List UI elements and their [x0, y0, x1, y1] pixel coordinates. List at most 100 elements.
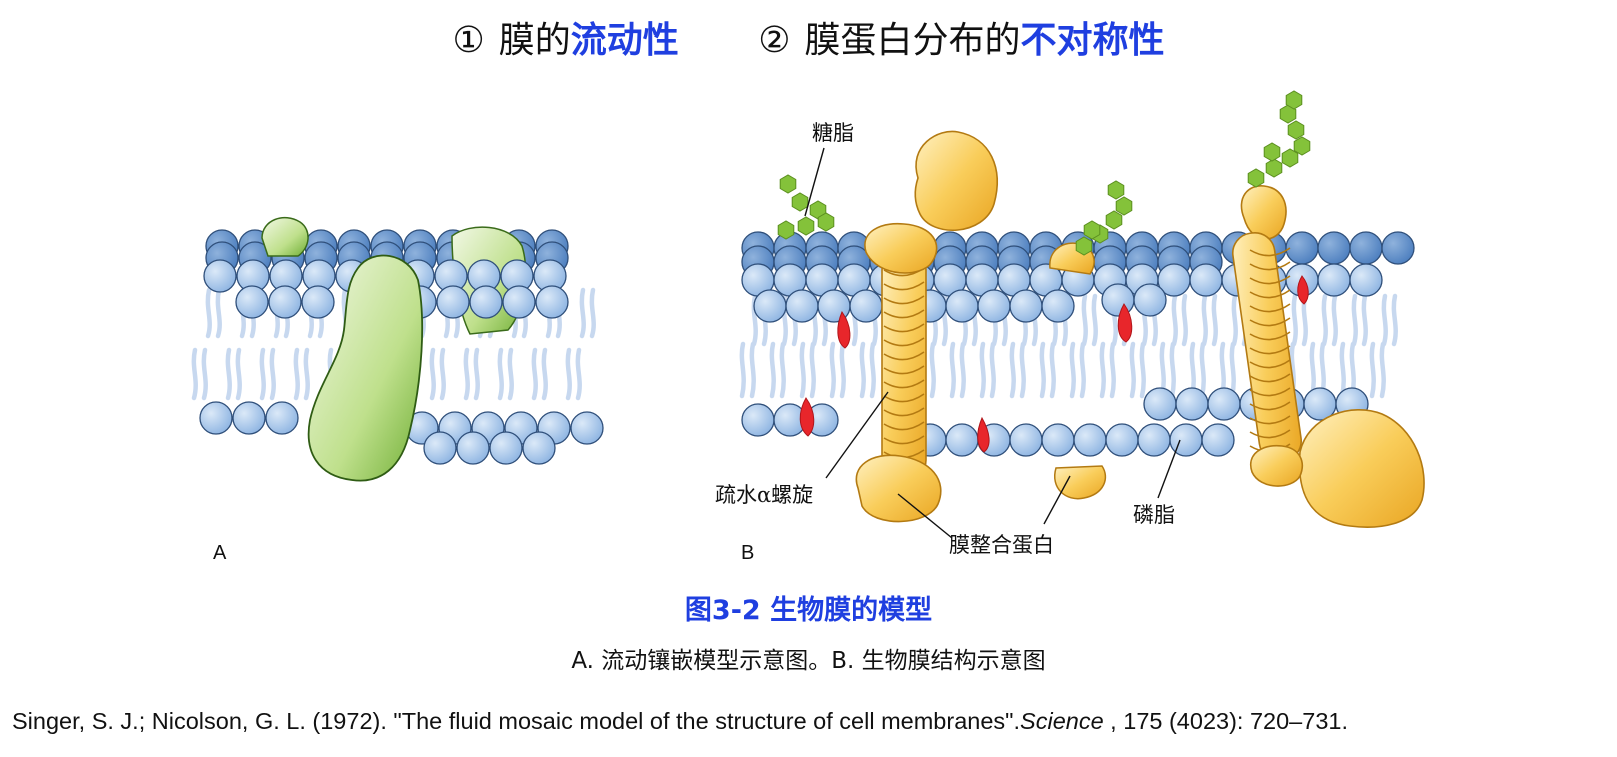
integral-protein-left-top-domain — [914, 130, 998, 232]
helix-turn — [883, 281, 925, 291]
lipid-head — [570, 411, 604, 445]
lipid-tail — [1199, 341, 1206, 399]
lipid-head — [1105, 423, 1139, 457]
figure-caption-title: 图3-2 生物膜的模型 — [684, 595, 933, 626]
integral-protein-right — [1231, 185, 1425, 528]
lipid-tail — [929, 341, 936, 399]
lipid-head — [535, 285, 569, 319]
lipid-head — [301, 285, 335, 319]
lipid-tail — [1229, 341, 1236, 399]
helix-turn — [1249, 317, 1291, 327]
citation-reference: Singer, S. J.; Nicolson, G. L. (1972). "… — [12, 708, 1612, 735]
lipid-tail — [979, 341, 986, 399]
lipid-tail — [809, 341, 816, 399]
lipid-tail — [751, 293, 758, 347]
lipid-head — [945, 289, 979, 323]
helix-turn — [1249, 429, 1291, 439]
helix-turn — [883, 393, 925, 403]
sugar-unit — [1265, 158, 1283, 178]
lipid-tail — [1321, 293, 1328, 347]
lipid-head — [1349, 263, 1383, 297]
helix-turn — [1249, 303, 1291, 313]
helix-turn — [883, 309, 925, 319]
lipid-tail — [1081, 293, 1088, 347]
lipid-tail — [589, 287, 596, 339]
helix-turn — [883, 435, 925, 445]
lipid-tail — [1129, 341, 1136, 399]
lipid-tail — [869, 341, 876, 399]
lipid-head — [785, 289, 819, 323]
lipid-tail — [439, 347, 446, 401]
lipid-head — [502, 285, 536, 319]
lipid-head — [456, 431, 490, 465]
lipid-tail — [473, 347, 480, 401]
lipid-tail — [1351, 293, 1358, 347]
headline-highlight-fluidity: 流动性 — [570, 20, 679, 61]
lipid-tail — [959, 341, 966, 399]
citation-authors-title: Singer, S. J.; Nicolson, G. L. (1972). "… — [12, 708, 1021, 734]
lipid-tail — [1091, 293, 1098, 347]
lipid-tail — [989, 341, 996, 399]
lipid-tail — [1039, 341, 1046, 399]
citation-volume-pages: , 175 (4023): 720–731. — [1103, 708, 1348, 734]
lipid-head — [1073, 423, 1107, 457]
lipid-tail — [769, 341, 776, 399]
lipid-tail — [235, 347, 242, 401]
lipid-tail — [859, 341, 866, 399]
lipid-head — [265, 401, 299, 435]
lipid-tail — [215, 287, 222, 339]
helix-turn — [883, 323, 925, 333]
lipid-head — [1169, 423, 1203, 457]
integral-protein-left-bottom-domain — [855, 454, 942, 523]
lipid-head — [489, 431, 523, 465]
lipid-head — [423, 431, 457, 465]
lipid-tail — [829, 341, 836, 399]
lipid-tail — [839, 341, 846, 399]
sugar-unit — [1285, 90, 1303, 110]
lipid-head — [1041, 423, 1075, 457]
lipid-head — [849, 289, 883, 323]
lipid-head — [469, 285, 503, 319]
lipid-tail — [303, 347, 310, 401]
lipid-head — [1009, 289, 1043, 323]
lipid-tail — [507, 347, 514, 401]
helix-turn — [883, 365, 925, 375]
leader-glycolipid — [804, 147, 825, 217]
label-glycolipid: 糖脂 — [812, 121, 854, 145]
lipid-tail — [565, 347, 572, 401]
lipid-head — [522, 431, 556, 465]
lipid-tail — [1331, 293, 1338, 347]
lipid-tail — [579, 287, 586, 339]
lipid-head — [1137, 423, 1171, 457]
lipid-head — [268, 285, 302, 319]
lipid-tail — [201, 347, 208, 401]
lipid-tail — [1211, 293, 1218, 347]
citation-journal: Science — [1020, 708, 1104, 734]
label-hydrophobic-helix: 疏水α螺旋 — [715, 483, 813, 507]
helix-turn — [1249, 415, 1291, 425]
panel-a-fluid-mosaic-diagram: A — [191, 217, 604, 564]
panel-b-letter: B — [741, 542, 754, 564]
lipid-tail — [1019, 341, 1026, 399]
lipid-tail — [191, 347, 198, 401]
lipid-tail — [749, 341, 756, 399]
lipid-tail — [1139, 341, 1146, 399]
integral-protein-left — [855, 130, 998, 523]
integral-protein-right-foot — [1249, 445, 1304, 487]
integral-protein-right-bottom-domain — [1298, 409, 1425, 528]
sugar-unit — [1107, 180, 1125, 200]
lipid-tail — [1049, 341, 1056, 399]
sugar-unit — [1287, 120, 1305, 140]
lipid-tail — [429, 347, 436, 401]
lipid-head — [1207, 387, 1241, 421]
panel-a-letter: A — [213, 542, 227, 564]
lipid-tail — [205, 287, 212, 339]
sugar-unit — [817, 212, 835, 232]
sugar-unit — [1293, 136, 1311, 156]
sugar-unit — [1279, 104, 1297, 124]
lipid-head — [1317, 231, 1351, 265]
lipid-tail — [1379, 341, 1386, 399]
helix-turn — [883, 379, 925, 389]
